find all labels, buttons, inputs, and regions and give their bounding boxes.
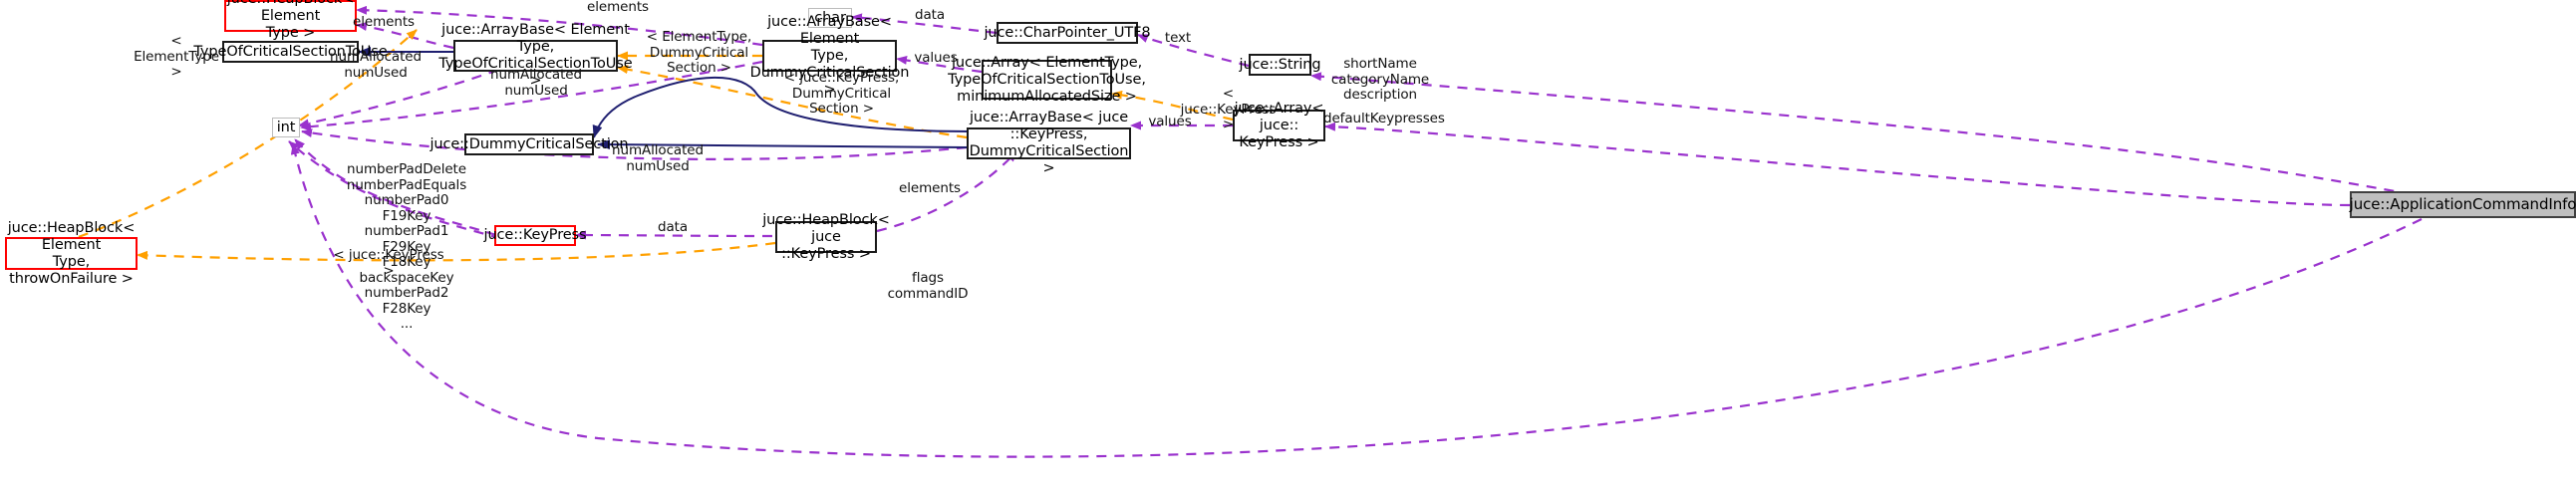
edge-tmpl-keypress-array bbox=[1111, 90, 1234, 122]
node-label: int bbox=[276, 119, 296, 135]
node-arraybase-dummycriticalsection[interactable]: juce::ArrayBase< Element Type, DummyCrit… bbox=[750, 14, 910, 98]
edge-label-keynames: numberPadDelete numberPadEquals numberPa… bbox=[346, 161, 467, 332]
node-label: juce::String bbox=[1239, 56, 1321, 73]
node-heapblock-keypress[interactable]: juce::HeapBlock< juce ::KeyPress > bbox=[762, 212, 890, 262]
node-label: juce::HeapBlock< Element Type > bbox=[227, 0, 355, 41]
edge-label-values-2: values bbox=[1148, 114, 1192, 129]
edge-label-template-keypress-2: < juce::KeyPress > bbox=[333, 247, 444, 279]
edge-tmpl-keypress bbox=[617, 65, 968, 139]
node-label: juce::HeapBlock< Element Type, throwOnFa… bbox=[7, 219, 136, 287]
edge-label-template-keypress-1: < juce::KeyPress > bbox=[1180, 86, 1277, 132]
node-keypress[interactable]: juce::KeyPress bbox=[484, 225, 587, 246]
edge-data-char bbox=[851, 13, 998, 35]
edge-label-flags: flags commandID bbox=[887, 270, 969, 302]
edge-shortname bbox=[1310, 72, 2413, 196]
edge-data-keypress bbox=[575, 230, 773, 240]
node-arraybase-typeofcriticalsectiontouse[interactable]: juce::ArrayBase< Element Type, TypeOfCri… bbox=[438, 22, 632, 89]
node-heapblock-throwonfailure[interactable]: juce::HeapBlock< Element Type, throwOnFa… bbox=[5, 220, 138, 287]
edge-label-shortname: shortName categoryName description bbox=[1330, 56, 1430, 103]
node-label: juce::DummyCriticalSection bbox=[429, 135, 629, 152]
edge-keynames bbox=[288, 138, 519, 245]
edge-numallocated-3 bbox=[301, 128, 968, 160]
edge-label-defaultkeypresses: defaultKeypresses bbox=[1323, 111, 1445, 126]
node-label: juce::Array< ElementType, TypeOfCritical… bbox=[948, 54, 1146, 105]
edge-inherit-dcs-straight bbox=[597, 139, 968, 150]
node-label: juce::ArrayBase< Element Type, DummyCrit… bbox=[749, 13, 910, 98]
node-label: TypeOfCriticalSectionToUse bbox=[193, 43, 388, 60]
edge-label-numallocated-2: numAllocated numUsed bbox=[490, 67, 582, 99]
edge-label-data-char: data bbox=[914, 7, 945, 23]
edge-numallocated-1 bbox=[298, 68, 499, 128]
edge-values-1 bbox=[896, 56, 983, 74]
edge-label-numallocated-1: numAllocated numUsed bbox=[330, 49, 422, 81]
node-array-keypress[interactable]: juce::Array< juce:: KeyPress > bbox=[1233, 101, 1325, 150]
edge-tmpl-heapblock-keypress bbox=[137, 241, 776, 262]
node-label: juce::Array< juce:: KeyPress > bbox=[1234, 100, 1324, 150]
edge-elements-mid bbox=[356, 22, 454, 50]
node-typeofcriticalsectiontouse[interactable]: TypeOfCriticalSectionToUse bbox=[193, 41, 388, 63]
edge-tmpl-elementtype bbox=[61, 29, 418, 245]
edge-label-data-keypress: data bbox=[657, 219, 688, 235]
edge-label-numallocated-3: numAllocated numUsed bbox=[612, 142, 704, 174]
edge-label-text: text bbox=[1164, 30, 1192, 46]
node-arraybase-keypress[interactable]: juce::ArrayBase< juce ::KeyPress, DummyC… bbox=[967, 110, 1131, 176]
edge-inherit-dcs-curve bbox=[592, 76, 973, 138]
edge-defaultkeypresses bbox=[1324, 122, 2351, 207]
edge-numallocated-2 bbox=[300, 60, 763, 131]
edge-label-template-keypress-dcs: < juce::KeyPress, DummyCritical Section … bbox=[783, 70, 900, 117]
node-dummycriticalsection[interactable]: juce::DummyCriticalSection bbox=[429, 133, 629, 155]
node-label: juce::ArrayBase< juce ::KeyPress, DummyC… bbox=[969, 110, 1129, 176]
edge-elements-top bbox=[356, 5, 763, 47]
edge-label-values-1: values bbox=[914, 50, 958, 66]
edge-label-elementtype: < ElementType > bbox=[134, 33, 219, 80]
edge-label-template-elementtype-dcs: < ElementType, DummyCritical Section > bbox=[646, 29, 752, 76]
edge-label-elements-mid: elements bbox=[353, 14, 415, 30]
edge-flags bbox=[290, 143, 2423, 458]
node-int[interactable]: int bbox=[272, 118, 300, 137]
edge-elements-bottom bbox=[876, 150, 1017, 233]
node-heapblock-elementtype[interactable]: juce::HeapBlock< Element Type > bbox=[224, 0, 357, 41]
node-label: juce::HeapBlock< juce ::KeyPress > bbox=[762, 211, 890, 262]
node-application-command-info[interactable]: juce::ApplicationCommandInfo bbox=[2350, 191, 2576, 218]
node-array-elementtype[interactable]: juce::Array< ElementType, TypeOfCritical… bbox=[948, 55, 1146, 105]
node-label: juce::KeyPress bbox=[483, 227, 587, 243]
node-string[interactable]: juce::String bbox=[1240, 54, 1321, 76]
node-char[interactable]: char bbox=[808, 8, 852, 28]
edge-label-elements-top: elements bbox=[587, 0, 649, 15]
node-label: char bbox=[814, 9, 846, 26]
node-charpointer-utf8[interactable]: juce::CharPointer_UTF8 bbox=[985, 22, 1151, 44]
edge-label-elements-bottom: elements bbox=[899, 180, 961, 196]
node-label: juce::CharPointer_UTF8 bbox=[984, 24, 1151, 41]
node-label: juce::ApplicationCommandInfo bbox=[2349, 195, 2576, 213]
node-label: juce::ArrayBase< Element Type, TypeOfCri… bbox=[438, 22, 633, 89]
